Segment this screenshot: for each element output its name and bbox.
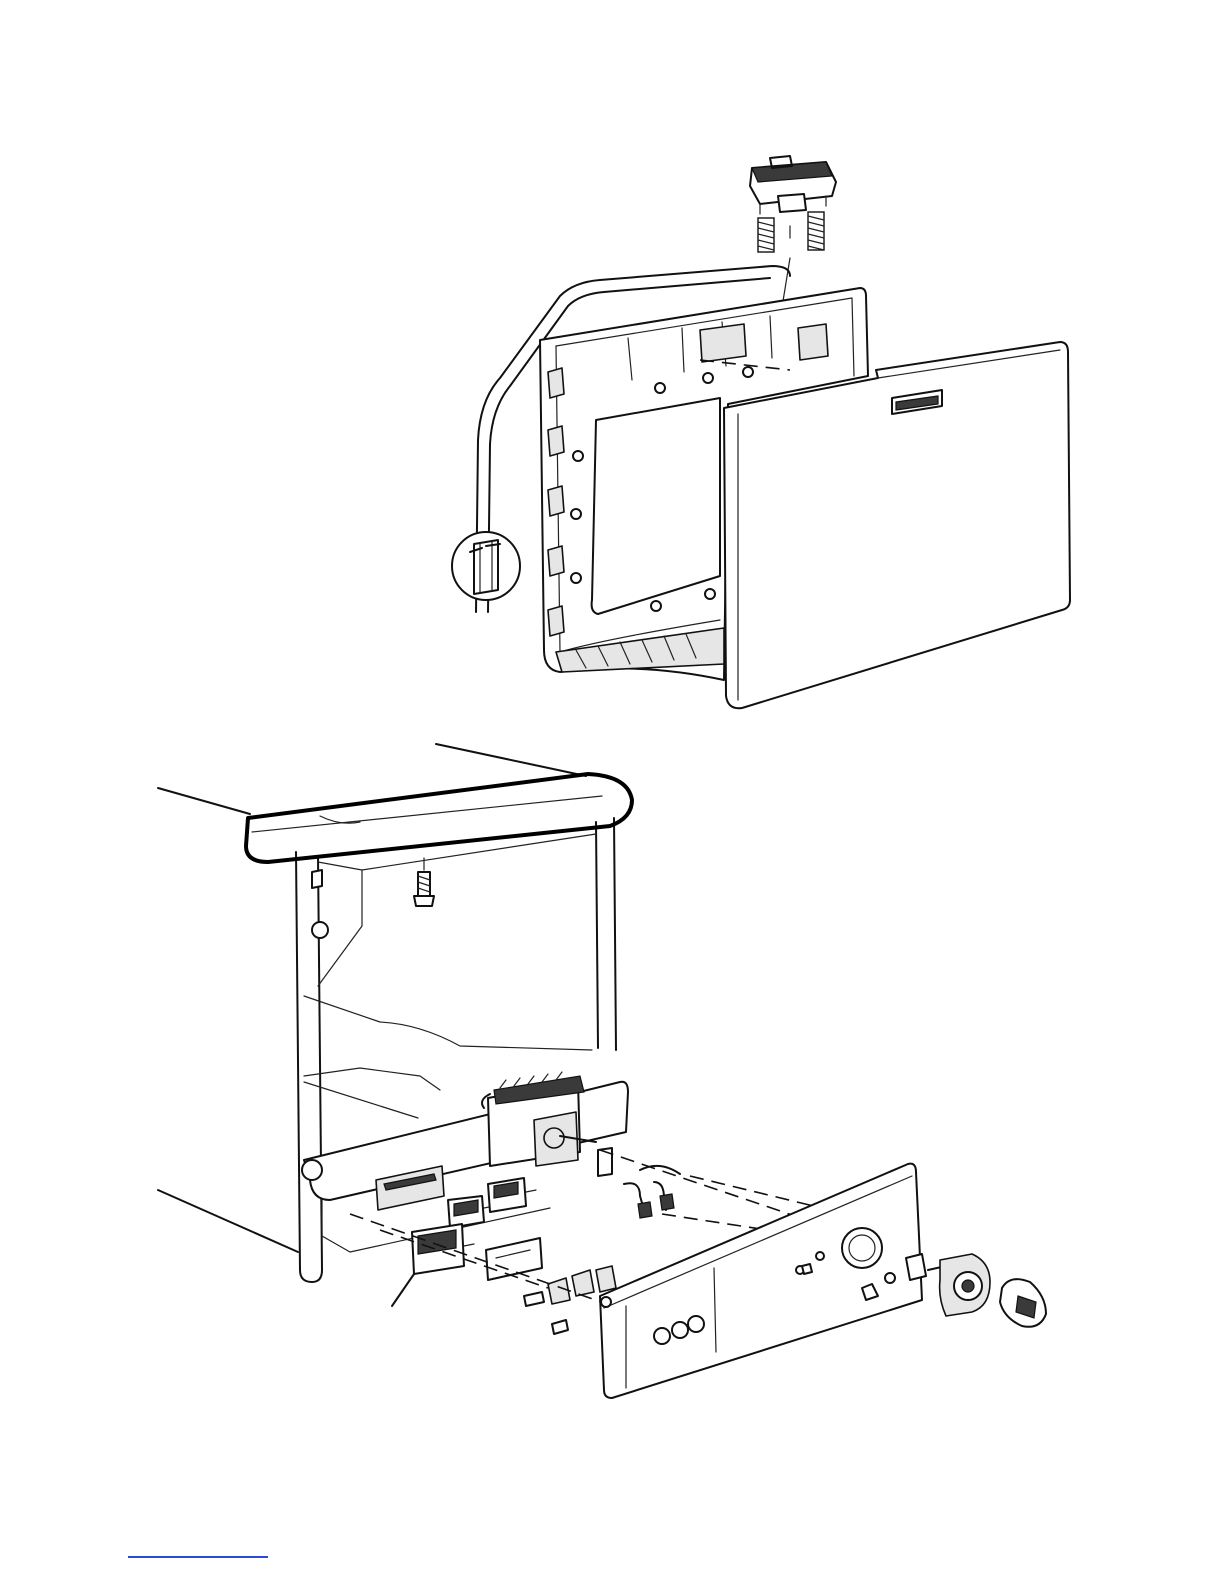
switch-2 — [448, 1196, 494, 1228]
reference-leader-line — [392, 1274, 414, 1306]
switch-4 — [412, 1224, 474, 1274]
timer-switch — [482, 1072, 596, 1166]
switch-3 — [488, 1178, 536, 1212]
lamp-bracket — [486, 1238, 542, 1280]
control-fascia — [600, 1164, 922, 1398]
left-spring — [758, 218, 774, 252]
rocker-switches — [376, 1166, 542, 1280]
trim-screw — [414, 858, 434, 906]
control-knob — [1000, 1279, 1046, 1327]
fascia-knob-hole — [842, 1228, 882, 1268]
control-panel-assembly — [158, 744, 1046, 1398]
footer-rule — [128, 1556, 268, 1558]
door-outer-panel — [724, 342, 1070, 708]
door-handle-latch — [750, 156, 836, 214]
worktop-trim — [246, 774, 632, 862]
drawer-door-assembly — [452, 156, 1070, 708]
right-spring — [808, 212, 824, 250]
seal-profile-detail — [452, 532, 520, 600]
